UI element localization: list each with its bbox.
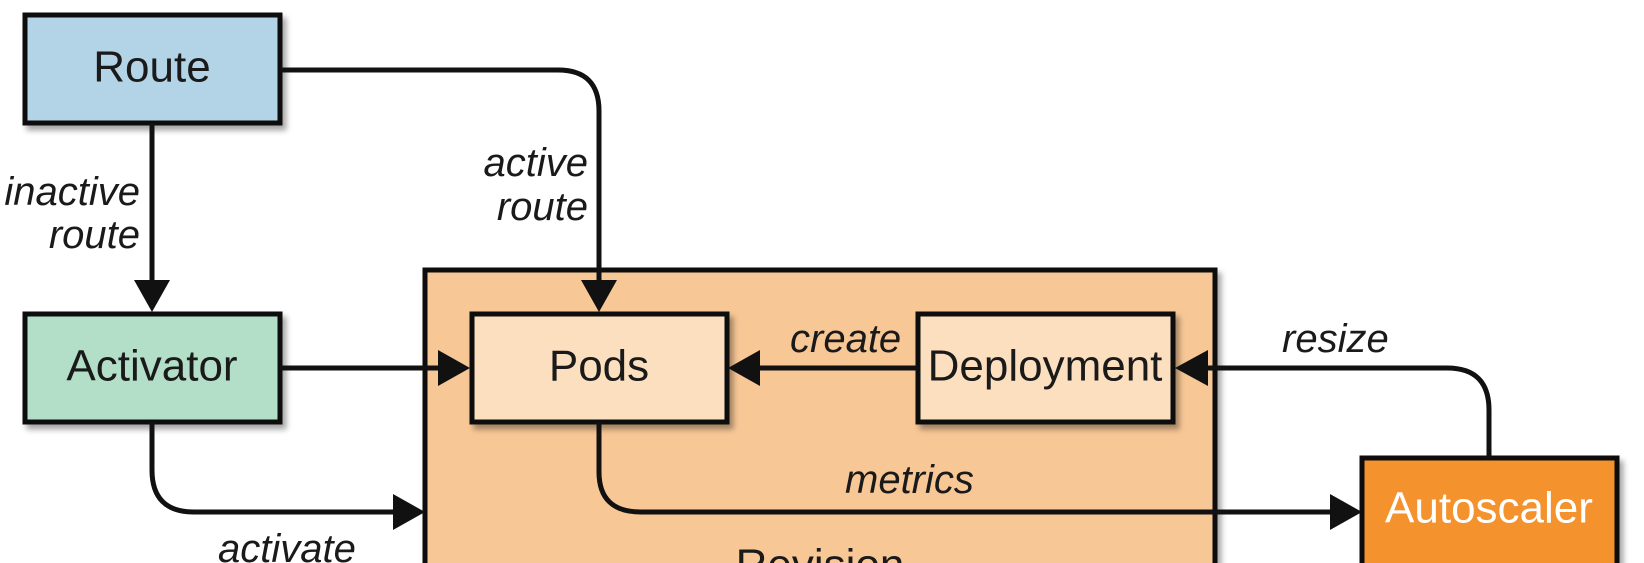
route-box: [22, 12, 283, 126]
arrowhead-create: [728, 350, 760, 386]
arrowhead-activate: [393, 494, 425, 530]
edge-metrics: [596, 422, 1332, 515]
revision-label: Revision: [736, 541, 905, 563]
edge-label-active-route: route: [497, 185, 588, 229]
edge-label-inactive: inactive: [4, 170, 140, 214]
arrowhead-activator-pods: [438, 350, 470, 386]
arrowhead-resize: [1175, 350, 1208, 386]
deployment-label: Deployment: [928, 342, 1163, 391]
arrowhead-metrics: [1330, 494, 1362, 530]
edge-label-resize: resize: [1282, 317, 1389, 361]
pods-box: [469, 311, 730, 425]
edge-active-route: [280, 67, 602, 282]
route-label: Route: [93, 43, 210, 92]
edge-label-activate: activate: [218, 527, 356, 563]
edge-label-create: create: [790, 317, 901, 361]
pods-label: Pods: [549, 342, 649, 391]
edge-activate: [149, 422, 395, 515]
arrowhead-inactive-route: [134, 280, 170, 312]
edge-resize: [1206, 365, 1492, 458]
arrowhead-active-route: [581, 280, 617, 312]
edge-label-metrics: metrics: [845, 458, 974, 502]
edge-label-inactive-route: route: [49, 213, 140, 257]
edge-label-active: active: [484, 141, 589, 185]
activator-label: Activator: [66, 342, 237, 391]
autoscaler-label: Autoscaler: [1385, 484, 1593, 533]
